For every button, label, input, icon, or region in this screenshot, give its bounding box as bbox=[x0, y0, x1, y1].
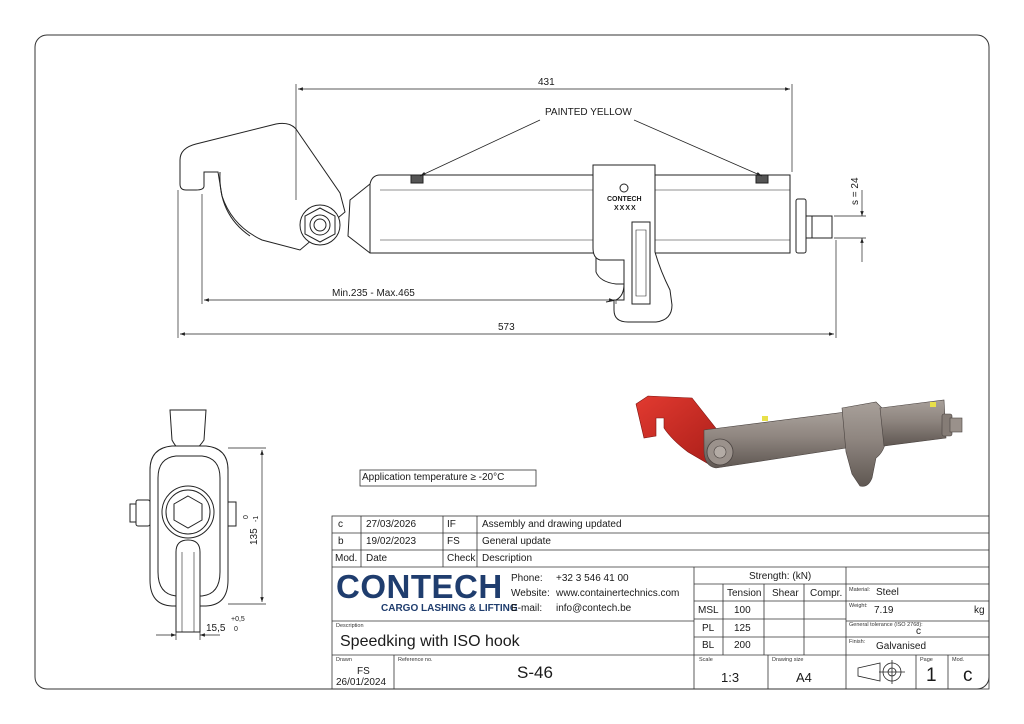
dim-width: 15,5 bbox=[206, 623, 226, 634]
weight-value: 7.19 bbox=[874, 605, 894, 616]
product-render bbox=[635, 395, 963, 487]
finish-value: Galvanised bbox=[876, 641, 927, 652]
revision-c-date: 27/03/2026 bbox=[366, 519, 417, 530]
phone-label: Phone: bbox=[511, 573, 543, 584]
strength-header-tension: Tension bbox=[727, 588, 762, 599]
drawing-size-label: Drawing size bbox=[772, 657, 804, 663]
finish-label: Finish: bbox=[849, 639, 866, 645]
painted-yellow-label: PAINTED YELLOW bbox=[545, 107, 632, 118]
render-yellow-mark-left bbox=[762, 416, 768, 421]
website-label: Website: bbox=[511, 588, 550, 599]
mod-value: c bbox=[963, 665, 973, 686]
dimensions-side bbox=[177, 84, 866, 338]
company-logo: CONTECH bbox=[336, 568, 503, 605]
reference-value: S-46 bbox=[517, 663, 553, 682]
strength-row-msl-label: MSL bbox=[698, 605, 719, 616]
page-label: Page bbox=[920, 657, 933, 663]
application-temperature-box bbox=[359, 469, 537, 487]
drawing-size-value: A4 bbox=[796, 670, 812, 685]
projection-symbol-icon bbox=[857, 660, 905, 684]
material-value: Steel bbox=[876, 587, 899, 598]
tolerance-value: c bbox=[916, 626, 921, 637]
revision-header-description: Description bbox=[482, 553, 533, 564]
email-label: E-mail: bbox=[511, 603, 543, 614]
dim-overall-top: 431 bbox=[538, 77, 555, 88]
title-block-grid bbox=[331, 515, 990, 690]
hook-marking-brand: CONTECH bbox=[607, 196, 642, 203]
side-view bbox=[179, 122, 833, 323]
revision-c-check: IF bbox=[447, 519, 456, 530]
dim-height-tol-lower: -1 bbox=[253, 515, 260, 522]
dim-s: s = 24 bbox=[850, 177, 861, 205]
drawn-by: FS bbox=[357, 666, 370, 677]
end-view bbox=[129, 409, 237, 633]
reference-label: Reference no. bbox=[398, 657, 433, 663]
paint-marking-left bbox=[410, 174, 424, 184]
dimensions-end bbox=[156, 447, 266, 640]
revision-b-check: FS bbox=[447, 536, 460, 547]
strength-row-pl-label: PL bbox=[702, 623, 715, 634]
phone-value: +32 3 546 41 00 bbox=[556, 573, 629, 584]
revision-header-mod: Mod. bbox=[335, 553, 358, 564]
dim-overall-length: 573 bbox=[498, 322, 515, 333]
material-label: Material: bbox=[849, 587, 871, 593]
revision-header-check: Check bbox=[447, 553, 476, 564]
website-value: www.containertechnics.com bbox=[556, 588, 680, 599]
side-view-end-nut bbox=[795, 198, 807, 254]
dim-width-tol-upper: +0,5 bbox=[231, 616, 245, 623]
dim-height-tol-upper: 0 bbox=[243, 515, 250, 519]
application-temperature: Application temperature ≥ -20°C bbox=[362, 472, 505, 483]
revision-c-description: Assembly and drawing updated bbox=[482, 519, 622, 530]
revision-c-mod: c bbox=[338, 519, 343, 530]
revision-b-mod: b bbox=[338, 536, 344, 547]
scale-value: 1:3 bbox=[721, 670, 740, 685]
drawn-date: 26/01/2024 bbox=[336, 677, 387, 688]
dim-height: 135 bbox=[249, 528, 260, 545]
weight-label: Weight: bbox=[849, 603, 868, 609]
description-label: Description bbox=[336, 623, 364, 629]
strength-row-bl-tension: 200 bbox=[734, 640, 751, 651]
render-yellow-mark-right bbox=[930, 402, 936, 407]
tolerance-label: General tolerance (ISO 2768): bbox=[849, 622, 923, 628]
weight-unit: kg bbox=[974, 605, 985, 616]
strength-header-shear: Shear bbox=[772, 588, 799, 599]
side-view-body bbox=[347, 174, 791, 254]
revision-header-date: Date bbox=[366, 553, 388, 564]
strength-header-compr: Compr. bbox=[810, 588, 843, 599]
description-value: Speedking with ISO hook bbox=[340, 633, 520, 650]
strength-row-pl-tension: 125 bbox=[734, 623, 751, 634]
page-value: 1 bbox=[926, 665, 937, 686]
strength-row-bl-label: BL bbox=[702, 640, 715, 651]
hook-marking-code: XXXX bbox=[614, 205, 637, 212]
paint-marking-right bbox=[755, 174, 769, 184]
strength-row-msl-tension: 100 bbox=[734, 605, 751, 616]
company-tagline: CARGO LASHING & LIFTING bbox=[381, 603, 518, 614]
strength-title: Strength: (kN) bbox=[749, 571, 812, 582]
email-value: info@contech.be bbox=[556, 603, 632, 614]
dim-width-tol-lower: 0 bbox=[234, 626, 238, 633]
mod-label: Mod. bbox=[952, 657, 965, 663]
drawn-label: Drawn bbox=[336, 657, 352, 663]
dim-range: Min.235 - Max.465 bbox=[332, 288, 415, 299]
painted-leaders bbox=[419, 119, 763, 177]
revision-b-description: General update bbox=[482, 536, 551, 547]
render-collar bbox=[841, 401, 887, 487]
scale-label: Scale bbox=[699, 657, 713, 663]
revision-b-date: 19/02/2023 bbox=[366, 536, 417, 547]
